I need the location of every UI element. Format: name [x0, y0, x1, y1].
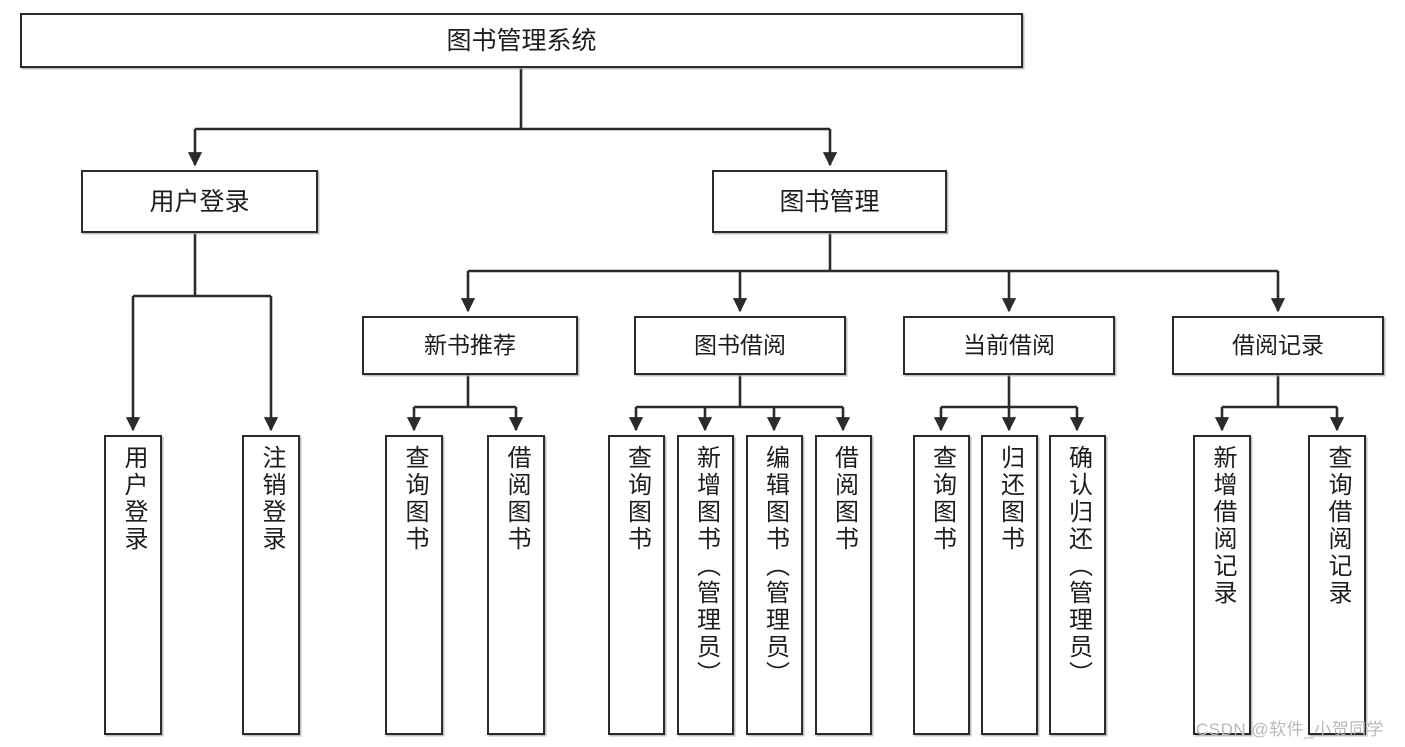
node-label: 新书推荐	[424, 331, 516, 358]
node-label: 用户登录	[149, 187, 250, 216]
leaf-query-borrow-record[interactable]: 查询借阅记录	[1308, 435, 1366, 735]
leaf-borrow-book-nb[interactable]: 借阅图书	[487, 435, 545, 735]
node-label: 新增借阅记录	[1209, 445, 1236, 607]
node-label: 当前借阅	[963, 331, 1055, 358]
node-book-borrow[interactable]: 图书借阅	[634, 316, 846, 375]
leaf-user-login[interactable]: 用户登录	[104, 435, 162, 735]
node-label: 用户登录	[120, 445, 147, 553]
leaf-add-book-admin[interactable]: 新增图书（管理员）	[677, 435, 734, 735]
leaf-return-book[interactable]: 归还图书	[981, 435, 1038, 735]
node-label: 确认归还（管理员）	[1064, 445, 1092, 688]
node-label: 新增图书（管理员）	[692, 445, 720, 688]
leaf-logout[interactable]: 注销登录	[242, 435, 300, 735]
node-label: 借阅记录	[1232, 331, 1324, 358]
node-user-login[interactable]: 用户登录	[81, 170, 318, 233]
node-label: 借阅图书	[830, 445, 858, 553]
node-book-management[interactable]: 图书管理	[712, 170, 947, 233]
node-new-book-recommend[interactable]: 新书推荐	[362, 316, 578, 375]
leaf-edit-book-admin[interactable]: 编辑图书（管理员）	[746, 435, 803, 735]
leaf-confirm-return-admin[interactable]: 确认归还（管理员）	[1049, 435, 1106, 735]
node-label: 图书借阅	[694, 331, 786, 358]
node-borrow-records[interactable]: 借阅记录	[1172, 316, 1384, 375]
node-label: 查询图书	[623, 445, 651, 553]
node-label: 编辑图书（管理员）	[761, 445, 789, 688]
node-label: 图书管理	[779, 187, 880, 216]
node-label: 借阅图书	[503, 445, 530, 553]
node-root-book-management-system[interactable]: 图书管理系统	[20, 13, 1023, 68]
leaf-query-book-nb[interactable]: 查询图书	[385, 435, 443, 735]
node-label: 注销登录	[258, 445, 285, 553]
leaf-query-book-bb[interactable]: 查询图书	[608, 435, 665, 735]
node-label: 归还图书	[996, 445, 1024, 553]
node-label: 图书管理系统	[446, 26, 597, 55]
node-current-borrow[interactable]: 当前借阅	[903, 316, 1115, 375]
node-label: 查询借阅记录	[1324, 445, 1351, 607]
node-label: 查询图书	[401, 445, 428, 553]
leaf-query-book-cb[interactable]: 查询图书	[913, 435, 970, 735]
node-label: 查询图书	[928, 445, 956, 553]
leaf-add-borrow-record[interactable]: 新增借阅记录	[1193, 435, 1251, 735]
leaf-borrow-book-bb[interactable]: 借阅图书	[815, 435, 872, 735]
